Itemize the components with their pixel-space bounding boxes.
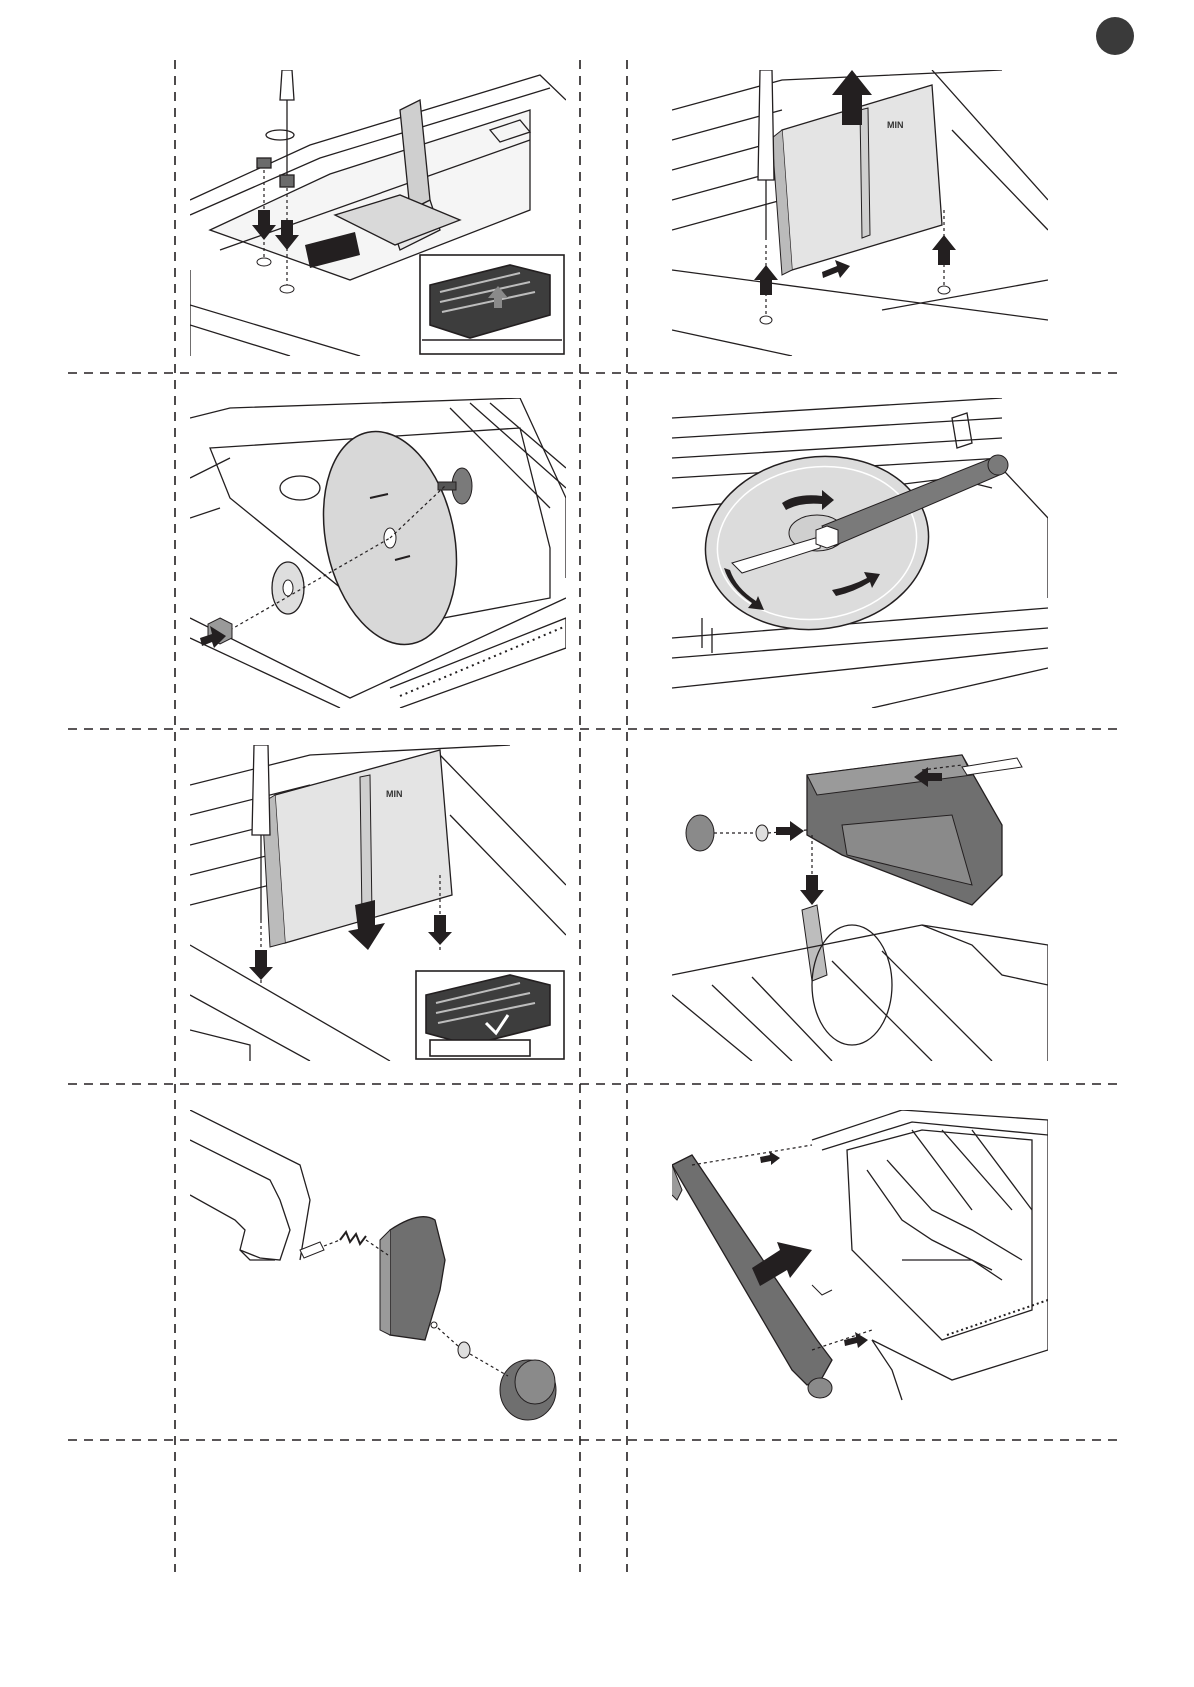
figure-2-cover-text: MIN [887, 120, 904, 130]
figure-7-handle-knob [190, 1110, 566, 1426]
figure-6-top-guard [672, 745, 1048, 1061]
figure-5-inset [416, 971, 564, 1059]
figure-8-extension-arm [672, 1110, 1048, 1426]
figure-4-blade-spanner [672, 398, 1048, 708]
figure-5-cover-text: MIN [386, 789, 403, 799]
figure-3-blade-flange [190, 398, 566, 708]
figure-1-inset [420, 255, 564, 354]
figure-1-bracket-install [190, 70, 566, 356]
figure-2-guard-removal: MIN [672, 70, 1048, 356]
figure-5-guard-refit: MIN [190, 745, 566, 1061]
